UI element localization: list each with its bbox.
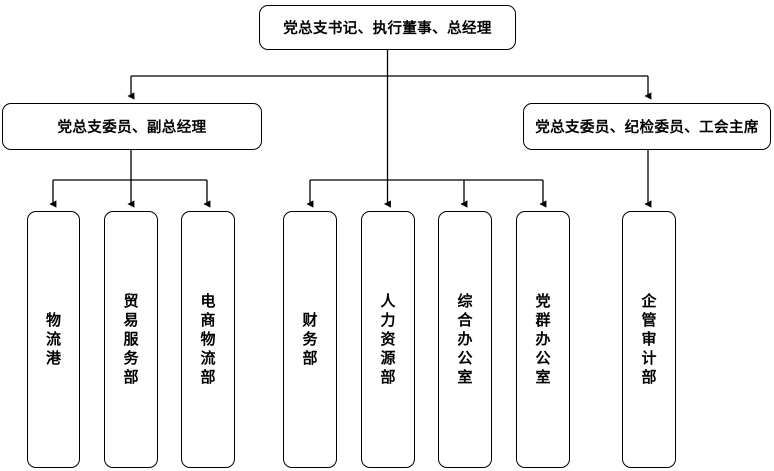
node-enterprise-management-audit-dept[interactable]: 企 管 审 计 部	[622, 211, 676, 468]
node-trade-service-dept[interactable]: 贸 易 服 务 部	[104, 211, 158, 468]
vertical-label: 物 流 港	[45, 310, 61, 368]
vertical-label: 党 群 办 公 室	[535, 291, 551, 387]
node-logistics-port[interactable]: 物 流 港	[27, 211, 80, 468]
vertical-label: 贸 易 服 务 部	[123, 291, 139, 387]
node-party-mass-office[interactable]: 党 群 办 公 室	[516, 211, 570, 468]
node-label: 党总支委员、纪检委员、工会主席	[535, 120, 759, 136]
node-general-office[interactable]: 综 合 办 公 室	[438, 211, 492, 468]
vertical-label: 综 合 办 公 室	[457, 291, 473, 387]
node-ecommerce-logistics-dept[interactable]: 电 商 物 流 部	[181, 211, 235, 468]
node-party-committee-deputy-gm[interactable]: 党总支委员、副总经理	[2, 103, 262, 150]
node-human-resources-dept[interactable]: 人 力 资 源 部	[361, 211, 415, 468]
node-label: 党总支书记、执行董事、总经理	[283, 21, 492, 37]
vertical-label: 电 商 物 流 部	[200, 291, 216, 387]
node-label: 党总支委员、副总经理	[57, 120, 207, 136]
node-finance-dept[interactable]: 财 务 部	[283, 211, 337, 468]
vertical-label: 企 管 审 计 部	[641, 291, 657, 387]
vertical-label: 财 务 部	[302, 310, 318, 368]
node-party-committee-discipline-union[interactable]: 党总支委员、纪检委员、工会主席	[523, 103, 771, 150]
node-party-secretary-director-gm[interactable]: 党总支书记、执行董事、总经理	[259, 5, 516, 50]
vertical-label: 人 力 资 源 部	[380, 291, 396, 387]
